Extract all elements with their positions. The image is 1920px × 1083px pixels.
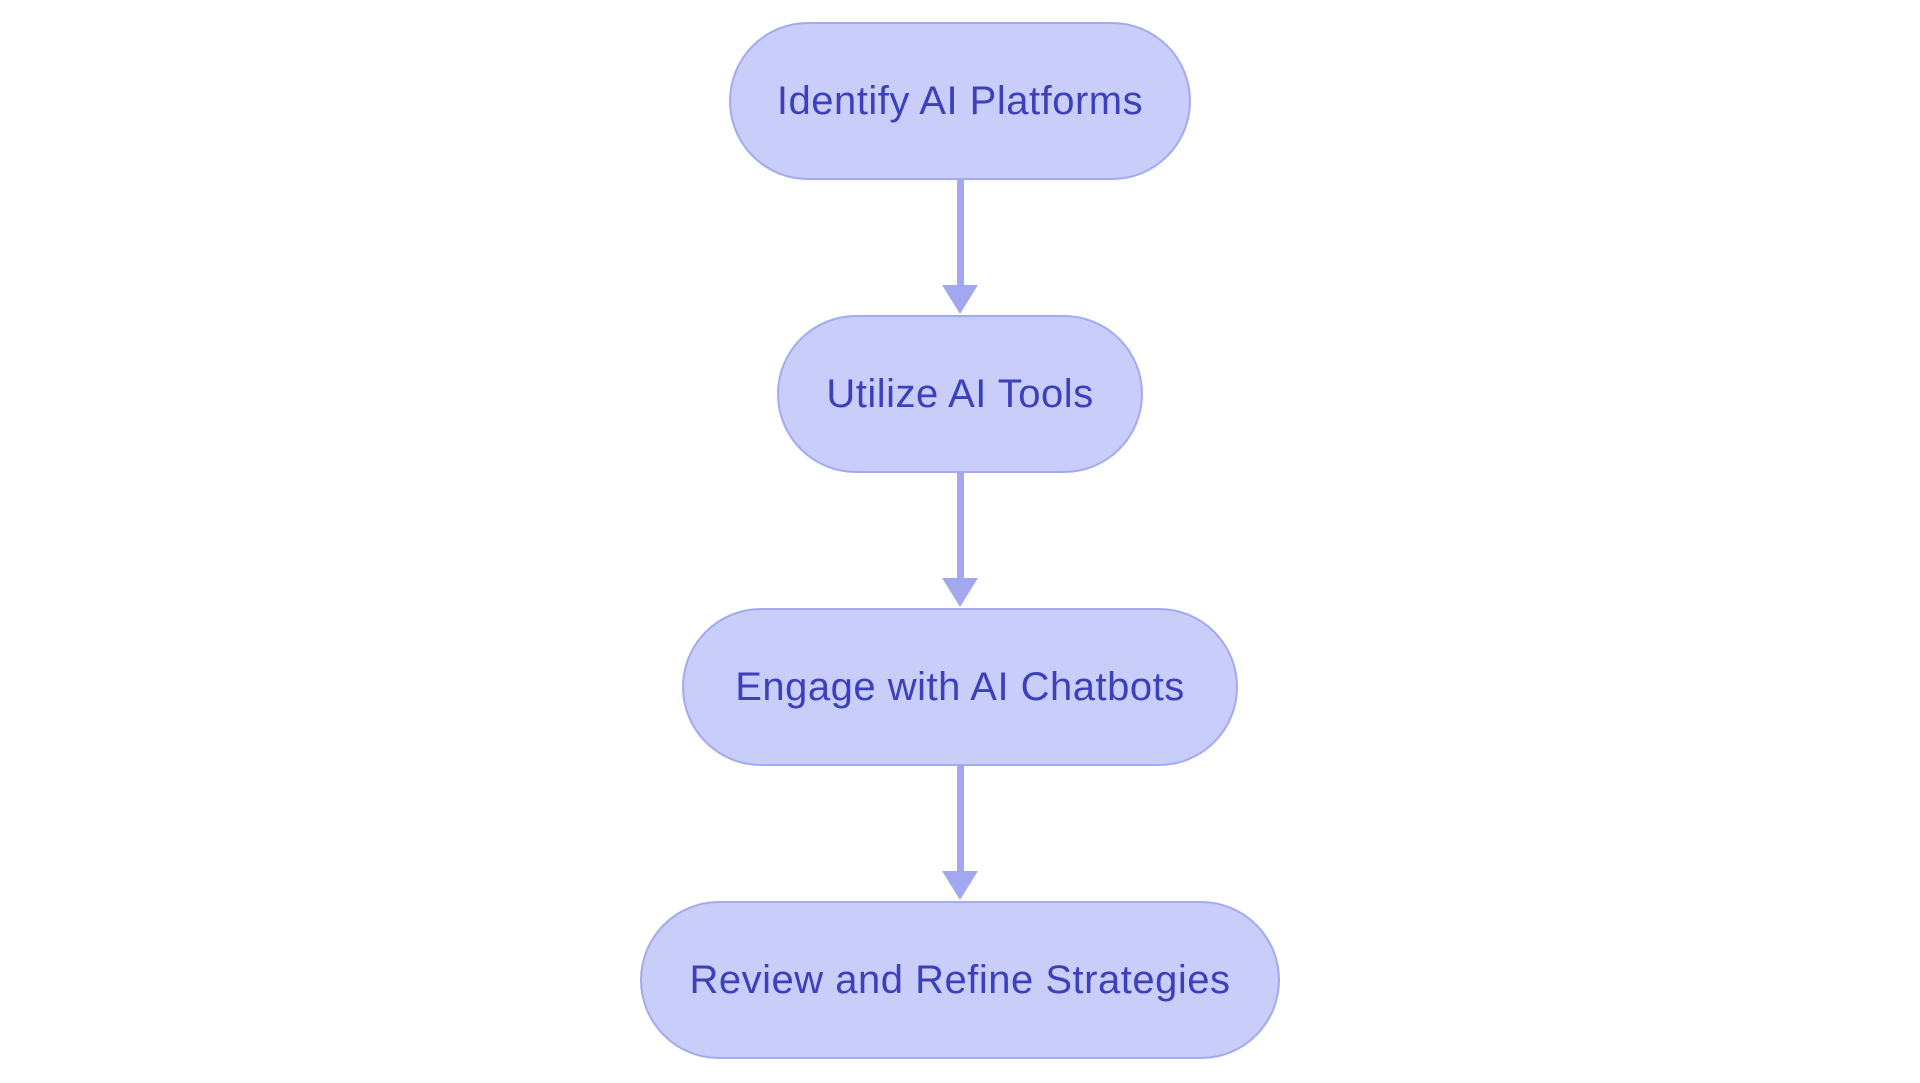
node-label-identify-ai-platforms: Identify AI Platforms (776, 78, 1144, 123)
flowchart-node-engage-with-ai-chatbots: Engage with AI Chatbots (682, 608, 1238, 766)
arrow-down-icon (942, 578, 978, 607)
node-label-engage-with-ai-chatbots: Engage with AI Chatbots (735, 664, 1185, 709)
arrow-down-icon (942, 871, 978, 900)
flowchart-node-utilize-ai-tools: Utilize AI Tools (777, 315, 1143, 473)
flowchart-node-review-and-refine-strategies: Review and Refine Strategies (640, 901, 1280, 1059)
flow-connector-2 (942, 473, 978, 608)
arrow-down-icon (942, 285, 978, 314)
node-label-utilize-ai-tools: Utilize AI Tools (826, 371, 1094, 416)
arrow-shaft (956, 473, 964, 579)
arrow-shaft (956, 766, 964, 872)
node-label-review-and-refine-strategies: Review and Refine Strategies (689, 957, 1231, 1002)
flow-connector-1 (942, 180, 978, 315)
arrow-shaft (956, 180, 964, 286)
flow-connector-3 (942, 766, 978, 901)
flowchart-node-identify-ai-platforms: Identify AI Platforms (729, 22, 1191, 180)
